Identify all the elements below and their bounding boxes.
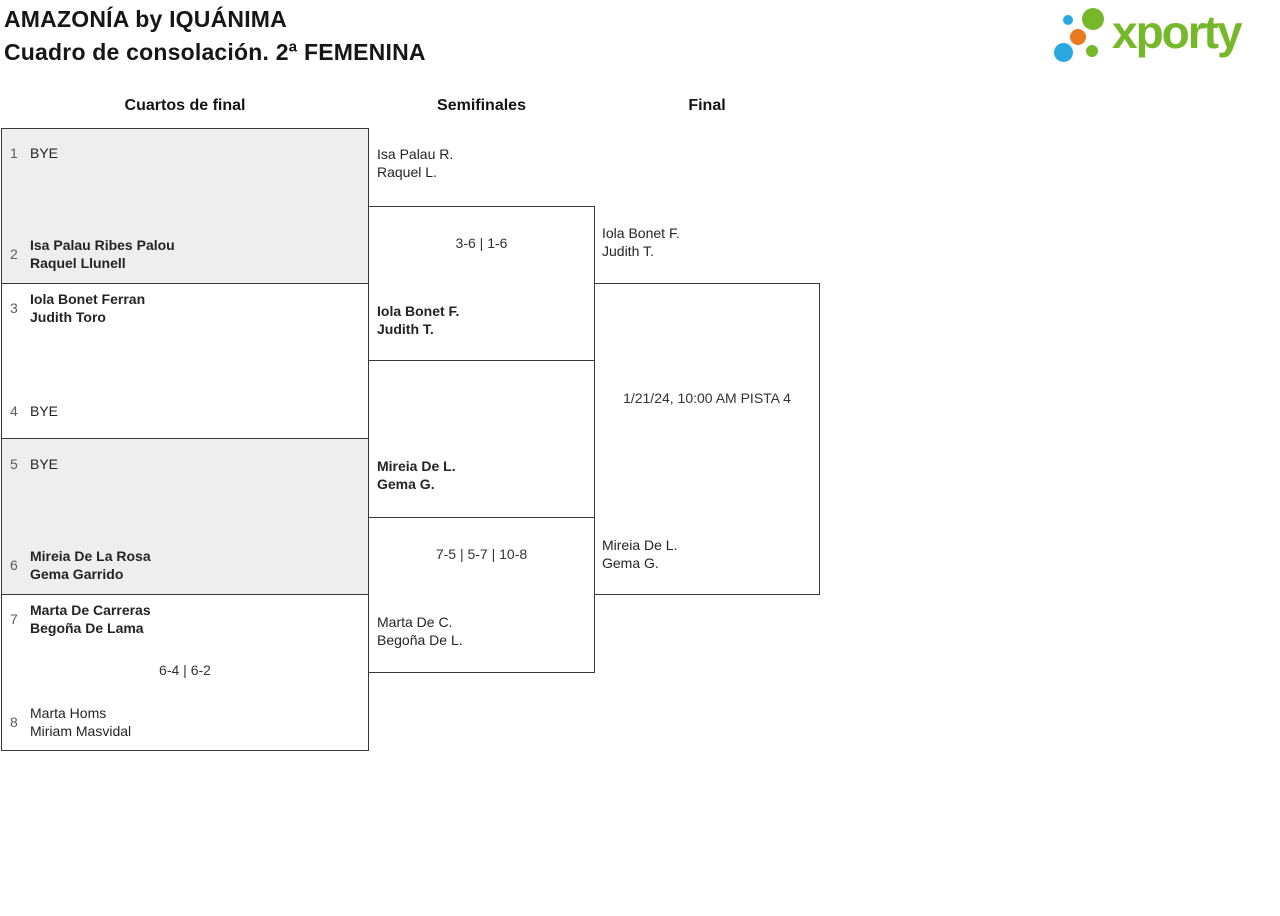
tournament-title: AMAZONÍA by IQUÁNIMA <box>4 6 287 32</box>
match-box-qf4[interactable]: 7 Marta De Carreras Begoña De Lama 6-4 |… <box>1 594 369 751</box>
seed-number: 8 <box>10 714 18 730</box>
final-team-bottom: Mireia De L. Gema G. <box>602 537 678 571</box>
team-row: 7 Marta De Carreras Begoña De Lama <box>10 601 360 637</box>
match-box-sf1[interactable]: 3-6 | 1-6 <box>368 206 595 361</box>
round-header-semifinals: Semifinales <box>437 97 526 114</box>
team-name: Gema Garrido <box>30 566 124 582</box>
sf1-team-top: Isa Palau R. Raquel L. <box>377 146 454 180</box>
team-row: 5 BYE <box>10 455 360 473</box>
team-name: Miriam Masvidal <box>30 723 132 739</box>
bracket-subtitle: Cuadro de consolación. 2ª FEMENINA <box>4 39 426 65</box>
round-header-final: Final <box>688 97 726 114</box>
logo-dot-icon <box>1063 15 1073 25</box>
team-name: Raquel Llunell <box>30 255 126 271</box>
match-box-qf3[interactable]: 5 BYE 6 Mireia De La Rosa Gema Garrido <box>1 438 369 595</box>
team-name: Mireia De La Rosa <box>30 548 151 564</box>
match-box-qf2[interactable]: 3 Iola Bonet Ferran Judith Toro 4 BYE <box>1 283 369 439</box>
seed-number: 2 <box>10 246 18 262</box>
team-name: BYE <box>30 145 59 161</box>
match-box-final[interactable]: 1/21/24, 10:00 AM PISTA 4 <box>594 283 820 595</box>
xporty-logo: xporty <box>1045 0 1280 75</box>
team-row: 1 BYE <box>10 144 360 162</box>
seed-number: 6 <box>10 557 18 573</box>
logo-dot-icon <box>1070 29 1086 45</box>
sf1-team-bottom: Iola Bonet F. Judith T. <box>377 303 460 337</box>
team-name: BYE <box>30 456 59 472</box>
sf2-team-top: Mireia De L. Gema G. <box>377 458 456 492</box>
page-title-block: AMAZONÍA by IQUÁNIMA Cuadro de consolaci… <box>4 3 426 69</box>
match-box-sf2[interactable]: 7-5 | 5-7 | 10-8 <box>368 517 595 673</box>
match-box-qf1[interactable]: 1 BYE 2 Isa Palau Ribes Palou Raquel Llu… <box>1 128 369 284</box>
team-row: 4 BYE <box>10 402 360 420</box>
match-score: 7-5 | 5-7 | 10-8 <box>435 546 528 562</box>
team-name: BYE <box>30 403 59 419</box>
logo-wordmark: xporty <box>1112 6 1243 58</box>
logo-dot-icon <box>1082 8 1104 30</box>
team-name: Marta De Carreras <box>30 602 151 618</box>
logo-dot-icon <box>1054 43 1073 62</box>
team-row: 3 Iola Bonet Ferran Judith Toro <box>10 290 360 326</box>
team-row: 2 Isa Palau Ribes Palou Raquel Llunell <box>10 236 360 272</box>
team-row: 6 Mireia De La Rosa Gema Garrido <box>10 547 360 583</box>
team-name: Begoña De Lama <box>30 620 144 636</box>
seed-number: 7 <box>10 611 18 627</box>
seed-number: 4 <box>10 403 18 419</box>
match-score: 6-4 | 6-2 <box>159 662 211 678</box>
sf2-team-bottom: Marta De C. Begoña De L. <box>377 614 463 648</box>
team-name: Isa Palau Ribes Palou <box>30 237 175 253</box>
team-row: 8 Marta Homs Miriam Masvidal <box>10 704 360 740</box>
seed-number: 1 <box>10 145 18 161</box>
match-score: 3-6 | 1-6 <box>455 235 508 251</box>
seed-number: 3 <box>10 300 18 316</box>
seed-number: 5 <box>10 456 18 472</box>
team-name: Judith Toro <box>30 309 106 325</box>
final-team-top: Iola Bonet F. Judith T. <box>602 225 680 259</box>
round-header-quarterfinals: Cuartos de final <box>124 97 246 114</box>
team-name: Iola Bonet Ferran <box>30 291 146 307</box>
logo-dot-icon <box>1086 45 1098 57</box>
match-schedule: 1/21/24, 10:00 AM PISTA 4 <box>623 390 791 406</box>
team-name: Marta Homs <box>30 705 107 721</box>
